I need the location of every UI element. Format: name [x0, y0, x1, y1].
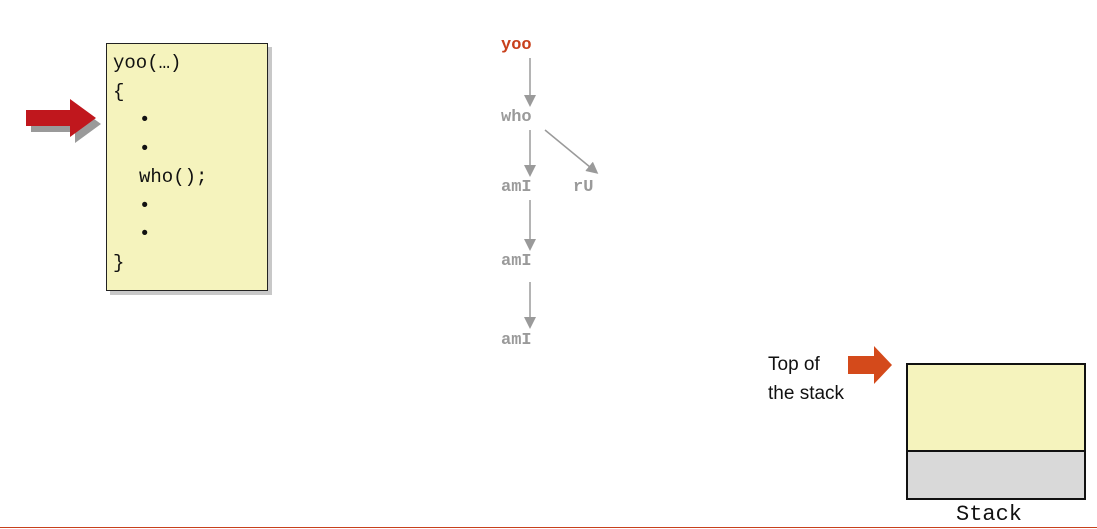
code-line-ellipsis: • — [139, 109, 151, 131]
call-node-rU: rU — [573, 178, 594, 197]
code-line-ellipsis: • — [139, 223, 151, 245]
top-of-stack-label-line1: Top of — [768, 354, 820, 375]
stack-diagram — [906, 363, 1086, 500]
call-node-amI: amI — [501, 252, 532, 271]
code-line-call: who(); — [139, 166, 208, 188]
stack-frame-yoo — [908, 365, 1084, 452]
code-panel: yoo(…) { • • who(); • • } — [106, 43, 268, 291]
code-line-close-brace: } — [113, 252, 125, 274]
call-node-amI: amI — [501, 178, 532, 197]
current-line-arrow-icon — [26, 99, 101, 143]
code-line-ellipsis: • — [139, 195, 151, 217]
code-line-open-brace: { — [113, 81, 125, 103]
stack-caption: Stack — [956, 502, 1023, 527]
code-line-ellipsis: • — [139, 138, 151, 160]
footer-rule — [0, 527, 1097, 528]
edge-who-rU — [544, 129, 599, 174]
top-of-stack-label-line2: the stack — [768, 383, 845, 404]
top-of-stack-label: Top of the stack — [768, 350, 844, 408]
code-line-signature: yoo(…) — [113, 52, 182, 74]
call-node-amI: amI — [501, 331, 532, 350]
call-node-yoo: yoo — [501, 36, 532, 55]
call-node-who: who — [501, 108, 532, 127]
top-of-stack-arrow-icon — [848, 346, 892, 384]
stack-frame-caller — [908, 452, 1084, 498]
